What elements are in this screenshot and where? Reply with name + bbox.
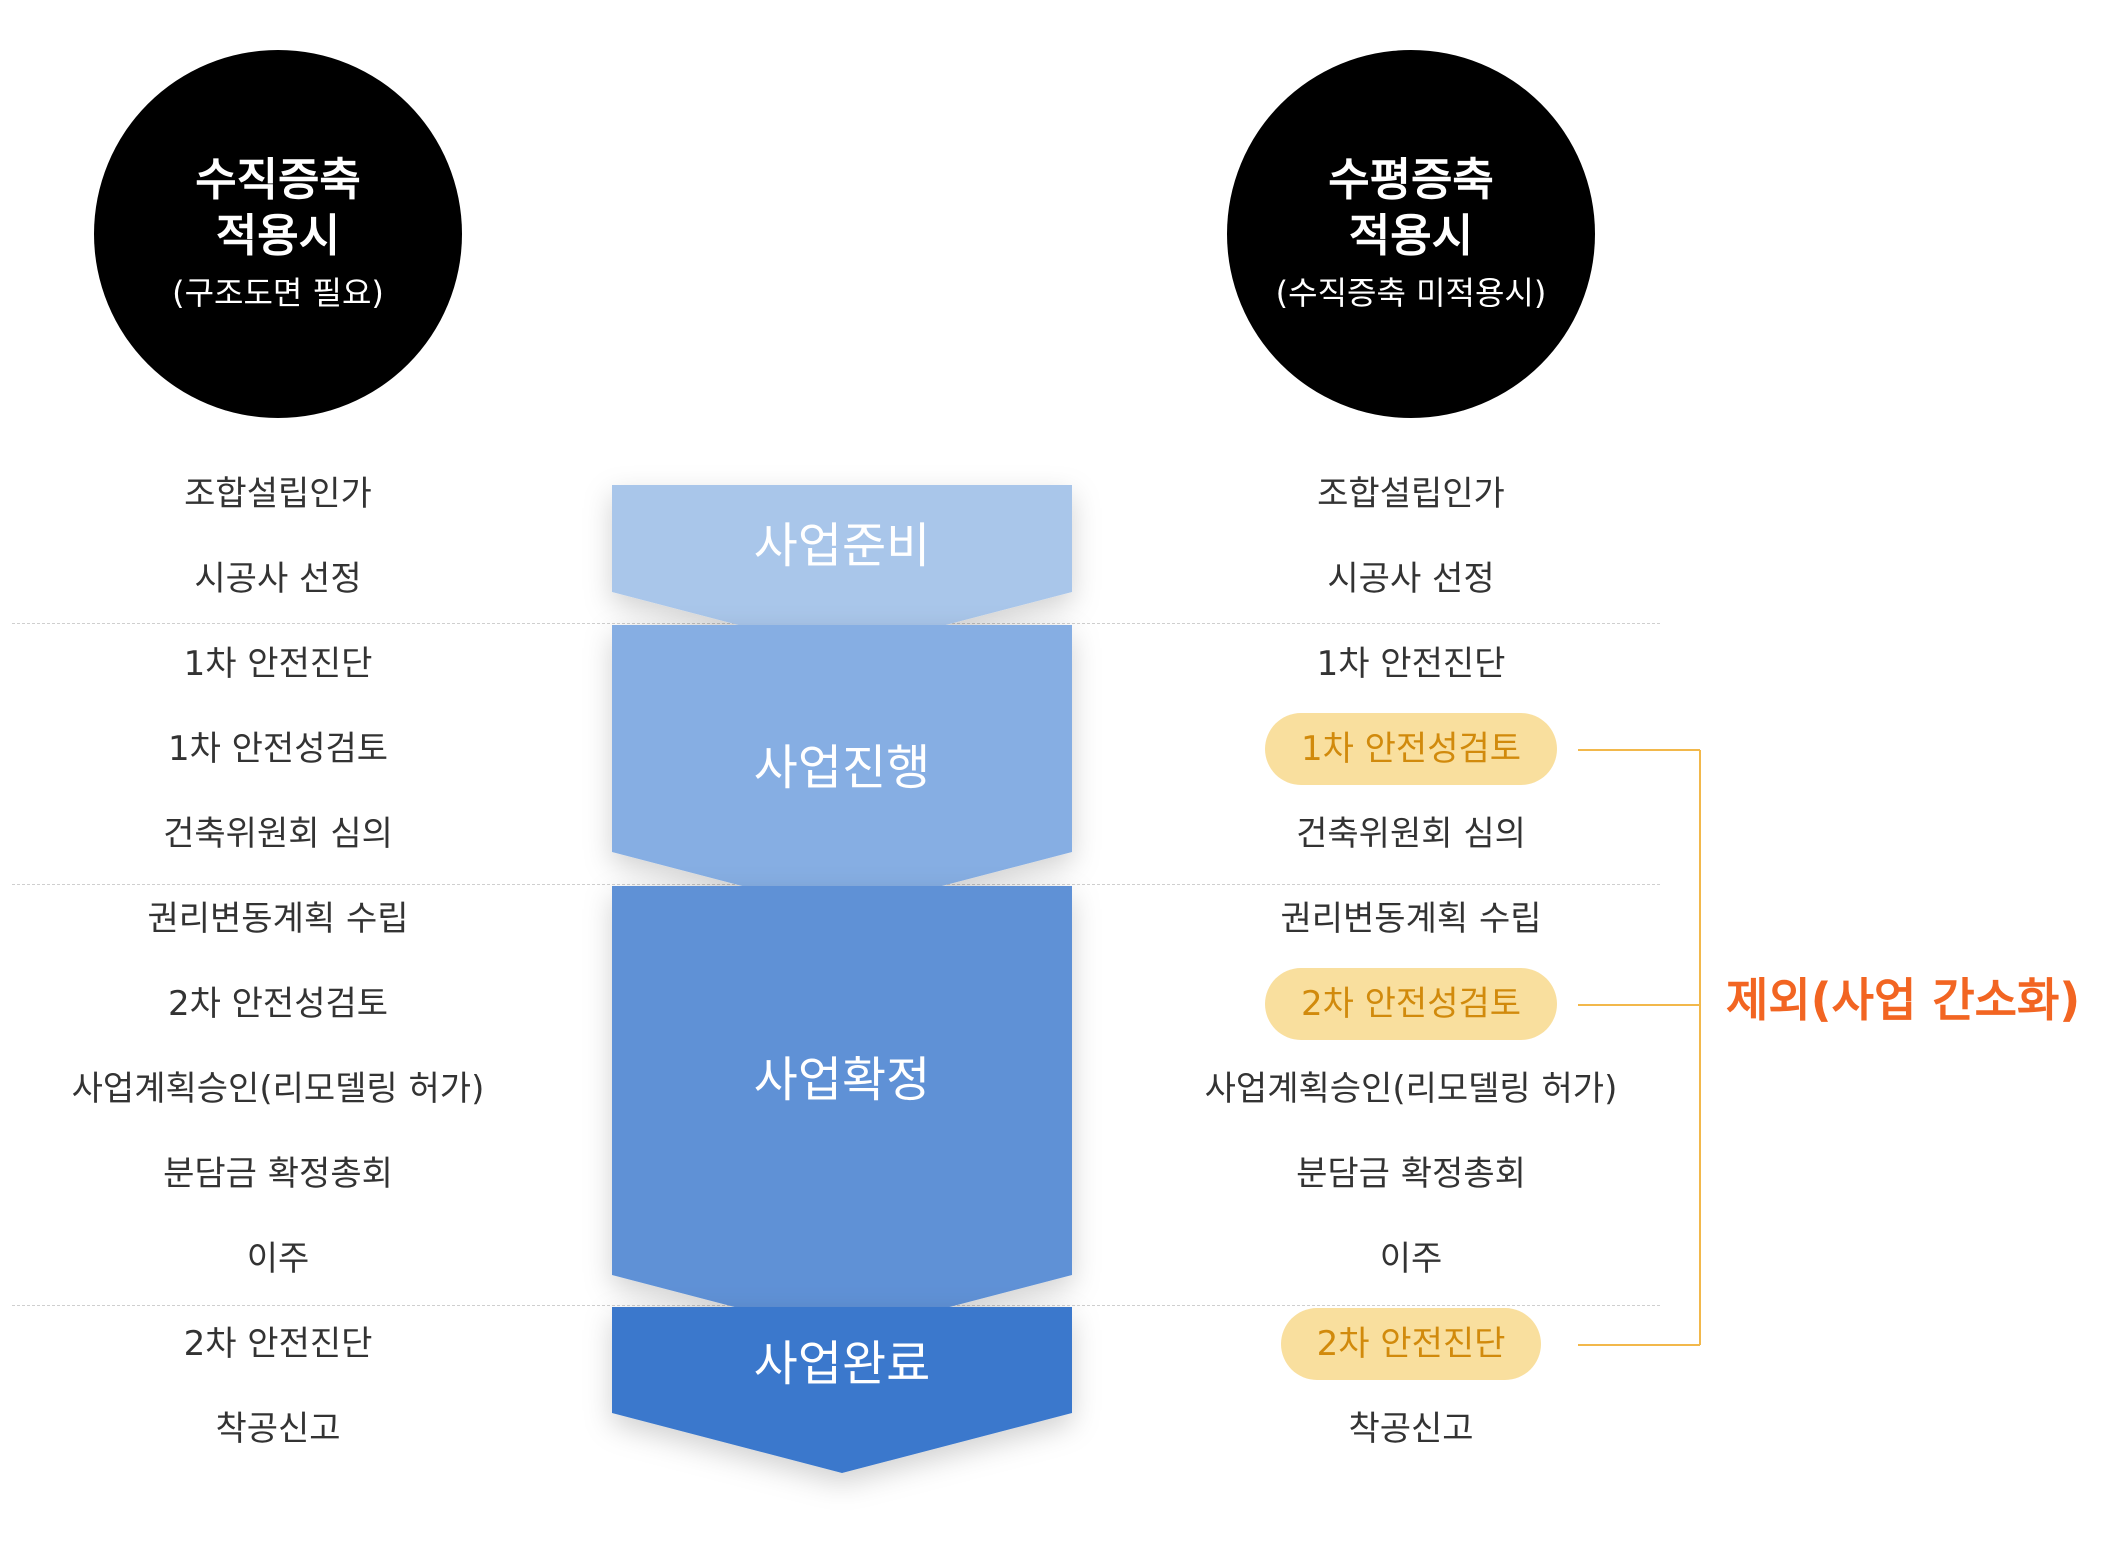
excluded-label: 제외(사업 간소화) xyxy=(1726,973,2081,1027)
list-item: 2차 안전진단 xyxy=(183,1324,373,1364)
list-item: 1차 안전진단 xyxy=(1316,644,1506,684)
stage-label-confirm: 사업확정 xyxy=(753,1052,931,1108)
excluded-step-item: 1차 안전성검토 xyxy=(1111,713,1711,785)
list-item: 착공신고 xyxy=(215,1409,341,1449)
list-item: 건축위원회 심의 xyxy=(1296,814,1526,854)
vertical-extension-circle: 수직증축 적용시 (구조도면 필요) xyxy=(94,50,462,418)
stage-shape-progress xyxy=(612,625,1072,912)
list-item: 사업계획승인(리모델링 허가) xyxy=(1204,1069,1618,1109)
stage-shape-complete xyxy=(612,1307,1072,1473)
list-item: 건축위원회 심의 xyxy=(163,814,393,854)
vertical-extension-note: (구조도면 필요) xyxy=(172,274,384,312)
excluded-step-item: 2차 안전성검토 xyxy=(1111,968,1711,1040)
list-item: 시공사 선정 xyxy=(194,559,362,599)
horizontal-extension-note: (수직증축 미적용시) xyxy=(1275,274,1547,312)
list-item: 이주 xyxy=(1379,1239,1443,1279)
list-item: 사업계획승인(리모델링 허가) xyxy=(71,1069,485,1109)
list-item: 2차 안전성검토 xyxy=(167,984,389,1024)
stage-label-complete: 사업완료 xyxy=(753,1336,931,1392)
stage-shape-confirm xyxy=(612,886,1072,1335)
excluded-step-pill: 1차 안전성검토 xyxy=(1264,713,1558,785)
list-item: 1차 안전진단 xyxy=(183,644,373,684)
horizontal-extension-title: 수평증축 xyxy=(1328,153,1494,206)
list-item: 권리변동계획 수립 xyxy=(1280,899,1542,939)
excluded-step-pill: 2차 안전성검토 xyxy=(1264,968,1558,1040)
list-item: 이주 xyxy=(246,1239,310,1279)
list-item: 분담금 확정총회 xyxy=(1296,1154,1526,1194)
horizontal-extension-circle: 수평증축 적용시 (수직증축 미적용시) xyxy=(1227,50,1595,418)
bracket-lines xyxy=(1578,749,1701,1346)
list-item: 1차 안전성검토 xyxy=(167,729,389,769)
list-item: 시공사 선정 xyxy=(1327,559,1495,599)
list-item: 조합설립인가 xyxy=(184,474,372,514)
list-item: 조합설립인가 xyxy=(1317,474,1505,514)
horizontal-extension-apply: 적용시 xyxy=(1348,209,1474,262)
list-item: 분담금 확정총회 xyxy=(163,1154,393,1194)
list-item: 착공신고 xyxy=(1348,1409,1474,1449)
vertical-extension-title: 수직증축 xyxy=(195,153,361,206)
excluded-step-pill: 2차 안전진단 xyxy=(1280,1308,1542,1380)
stage-shape-prepare xyxy=(612,485,1072,652)
stage-label-progress: 사업진행 xyxy=(753,740,931,796)
vertical-extension-apply: 적용시 xyxy=(215,209,341,262)
excluded-step-item: 2차 안전진단 xyxy=(1111,1308,1711,1380)
stage-label-prepare: 사업준비 xyxy=(753,518,931,574)
list-item: 권리변동계획 수립 xyxy=(147,899,409,939)
